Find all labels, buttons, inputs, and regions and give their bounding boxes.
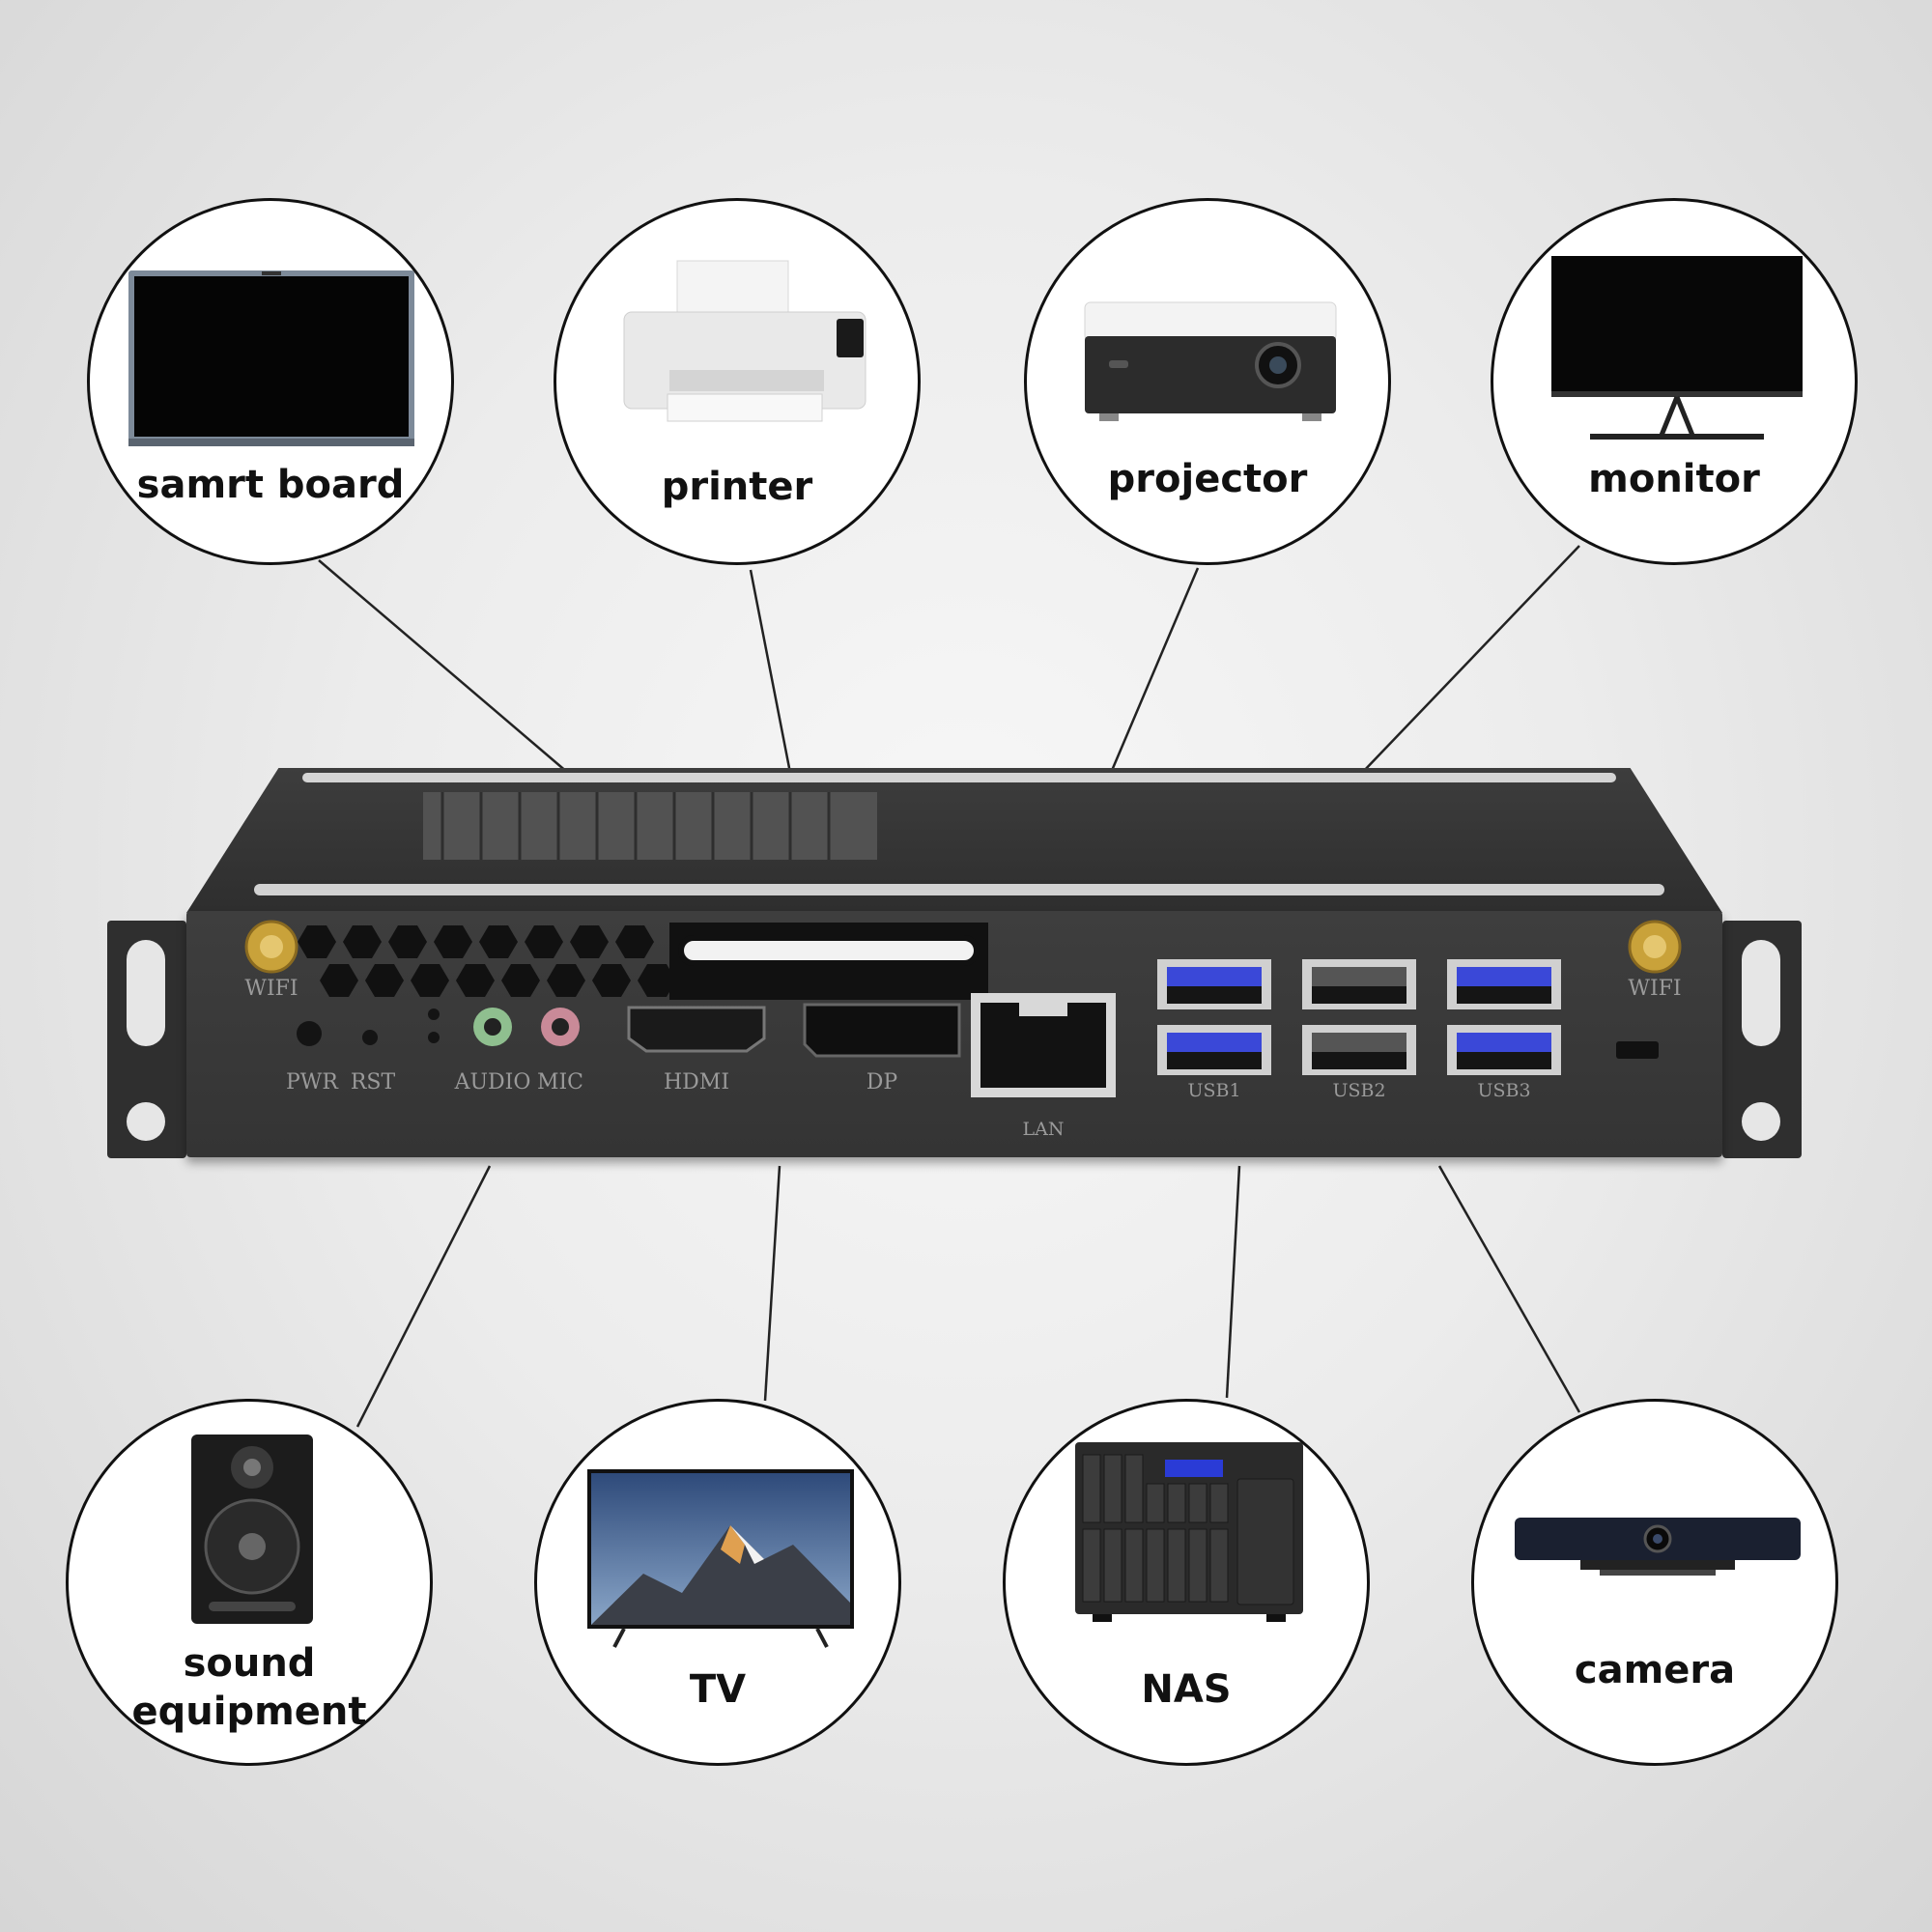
wifi-left-label: WIFI [244, 977, 298, 1001]
usb2-label: USB2 [1332, 1080, 1386, 1101]
front-panel-graphics [244, 920, 1682, 1097]
camera-bubble: camera [1471, 1399, 1838, 1766]
speaker-icon [191, 1435, 313, 1624]
wifi-right-label: WIFI [1628, 977, 1682, 1001]
connector-sound [355, 1165, 492, 1428]
sound-equipment-label-line1: sound [183, 1641, 316, 1686]
lan-label: LAN [1022, 1119, 1065, 1140]
device-top-panel [186, 768, 1722, 913]
rst-label: RST [350, 1070, 396, 1094]
mini-pc-device: WIFI WIFI PWR RST AUDIO MIC HDMI DP LAN … [104, 768, 1804, 1164]
hdmi-label: HDMI [663, 1070, 730, 1094]
tv-icon [587, 1469, 854, 1648]
monitor-bubble: monitor [1491, 198, 1858, 565]
smart-board-icon [128, 270, 414, 446]
printer-label: printer [661, 465, 813, 509]
sound-equipment-label-line2: equipment [131, 1690, 367, 1734]
sound-equipment-bubble: sound equipment [66, 1399, 433, 1766]
connector-monitor [1361, 545, 1580, 774]
audio-label: AUDIO [454, 1070, 531, 1094]
smart-board-bubble: samrt board [87, 198, 454, 565]
monitor-icon [1551, 256, 1803, 440]
mount-bracket-left [107, 921, 186, 1158]
mount-bracket-right [1722, 921, 1802, 1158]
printer-icon [623, 260, 867, 422]
dp-label: DP [866, 1070, 898, 1094]
camera-label: camera [1574, 1648, 1736, 1692]
usb3-label: USB3 [1477, 1080, 1531, 1101]
smart-board-label: samrt board [136, 463, 405, 507]
usb1-label: USB1 [1187, 1080, 1241, 1101]
connector-printer [749, 569, 792, 774]
connector-projector [1109, 567, 1200, 774]
printer-bubble: printer [554, 198, 921, 565]
tv-label: TV [689, 1667, 747, 1712]
monitor-label: monitor [1588, 457, 1760, 501]
tv-bubble: TV [534, 1399, 901, 1766]
connector-camera [1437, 1165, 1581, 1413]
nas-label: NAS [1141, 1667, 1232, 1712]
nas-bubble: NAS [1003, 1399, 1370, 1766]
connector-smart-board [318, 559, 569, 774]
connector-tv [763, 1165, 781, 1402]
connector-nas [1225, 1165, 1241, 1399]
top-vent-pattern [254, 773, 1664, 895]
pwr-label: PWR [286, 1070, 338, 1094]
mic-label: MIC [536, 1070, 584, 1094]
projector-label: projector [1107, 457, 1308, 501]
device-front-panel: WIFI WIFI PWR RST AUDIO MIC HDMI DP LAN … [186, 911, 1722, 1157]
nas-icon [1075, 1442, 1303, 1622]
projector-icon [1084, 301, 1337, 421]
projector-bubble: projector [1024, 198, 1391, 565]
video-bar-camera-icon [1515, 1518, 1801, 1576]
